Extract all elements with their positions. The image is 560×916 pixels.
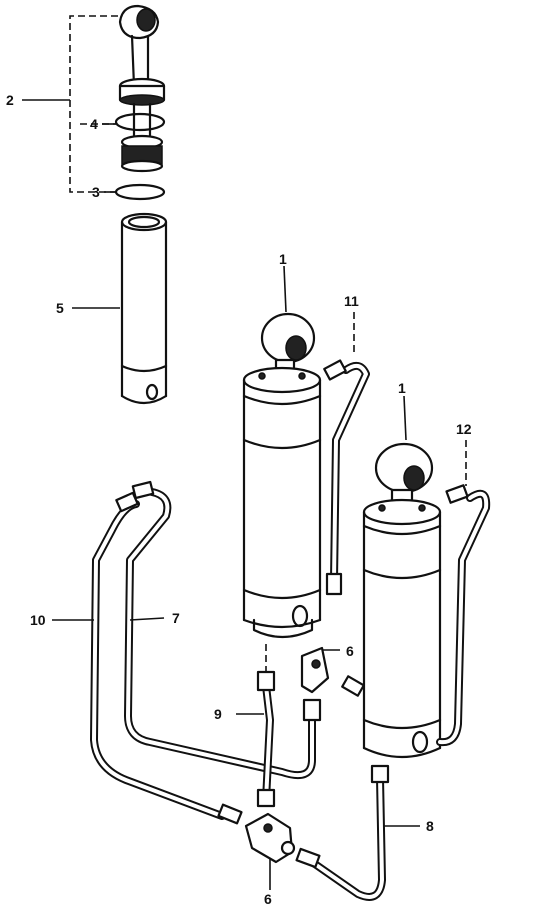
callout-7: 7 (172, 610, 180, 626)
callout-3: 3 (92, 184, 100, 200)
trim-cylinder-b (362, 442, 442, 759)
callout-6-lower: 6 (264, 891, 272, 907)
callout-6-upper: 6 (346, 643, 354, 659)
callout-12: 12 (456, 421, 472, 437)
callout-1-cylinder-a: 1 (279, 251, 287, 267)
callout-4: 4 (90, 116, 98, 132)
callout-2: 2 (6, 92, 14, 108)
callout-9: 9 (214, 706, 222, 722)
o-ring-4 (114, 112, 166, 132)
hydraulic-pipe-9 (256, 670, 276, 808)
cylinder-tube-5 (120, 212, 168, 405)
hydraulic-pipe-8 (295, 764, 390, 901)
callout-11: 11 (344, 293, 359, 309)
trim-cylinder-a (242, 312, 322, 639)
tee-fitting-6-lower (244, 812, 296, 864)
tee-fitting-6-upper (300, 646, 365, 697)
piston-rod-assembly (118, 4, 166, 173)
callout-bracket-2 (22, 15, 118, 193)
hydraulic-pipe-12 (436, 484, 491, 747)
callout-10: 10 (30, 612, 46, 628)
hydraulic-pipe-10 (90, 491, 243, 825)
callout-8: 8 (426, 818, 434, 834)
hydraulic-pipe-7 (124, 480, 322, 779)
callout-5: 5 (56, 300, 64, 316)
callout-1-cylinder-b: 1 (398, 380, 406, 396)
o-ring-3 (114, 183, 166, 201)
hydraulic-pipe-11 (323, 359, 370, 596)
